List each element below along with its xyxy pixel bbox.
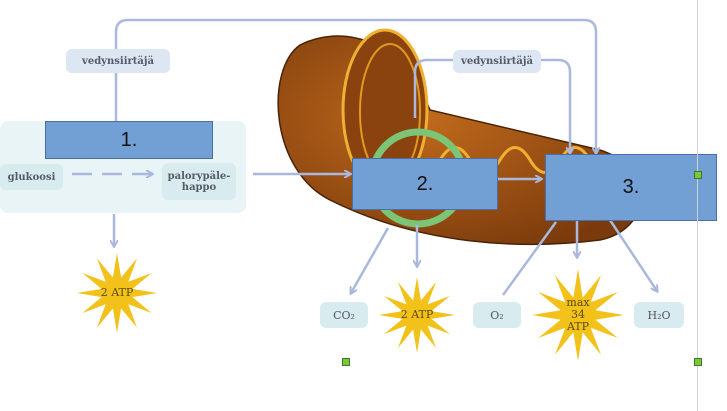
atp-star-max (532, 269, 624, 361)
atp-star-citric (379, 277, 455, 353)
atp-max-text: max 34 ATP (553, 293, 603, 337)
overlay-box-1[interactable]: 1. (45, 121, 213, 159)
atp-max-line3: ATP (566, 320, 590, 333)
carrier-label-1: vedynsiirtäjä (66, 49, 170, 73)
atp-glycolysis-text: 2 ATP (100, 286, 134, 299)
selection-handle[interactable] (694, 358, 702, 366)
pyruvate-label: palorypäle-happo (162, 163, 236, 200)
h2o-label: H₂O (634, 302, 684, 328)
overlay-box-2[interactable]: 2. (352, 158, 498, 210)
carrier-label-2: vedynsiirtäjä (453, 50, 541, 73)
atp-max-line2: 34 (571, 308, 585, 321)
overlay-box-3[interactable]: 3. (545, 154, 717, 221)
selection-handle[interactable] (342, 358, 350, 366)
co2-label: CO₂ (320, 302, 368, 328)
atp-max-line1: max (566, 296, 590, 309)
atp-star-glycolysis (77, 253, 157, 333)
glucose-label: glukoosi (0, 164, 63, 190)
atp-citric-text: 2 ATP (400, 308, 434, 321)
flow-arrows (72, 18, 657, 296)
selection-handle[interactable] (694, 171, 702, 179)
o2-label: O₂ (473, 302, 521, 328)
slide-edge-guide (697, 0, 698, 411)
